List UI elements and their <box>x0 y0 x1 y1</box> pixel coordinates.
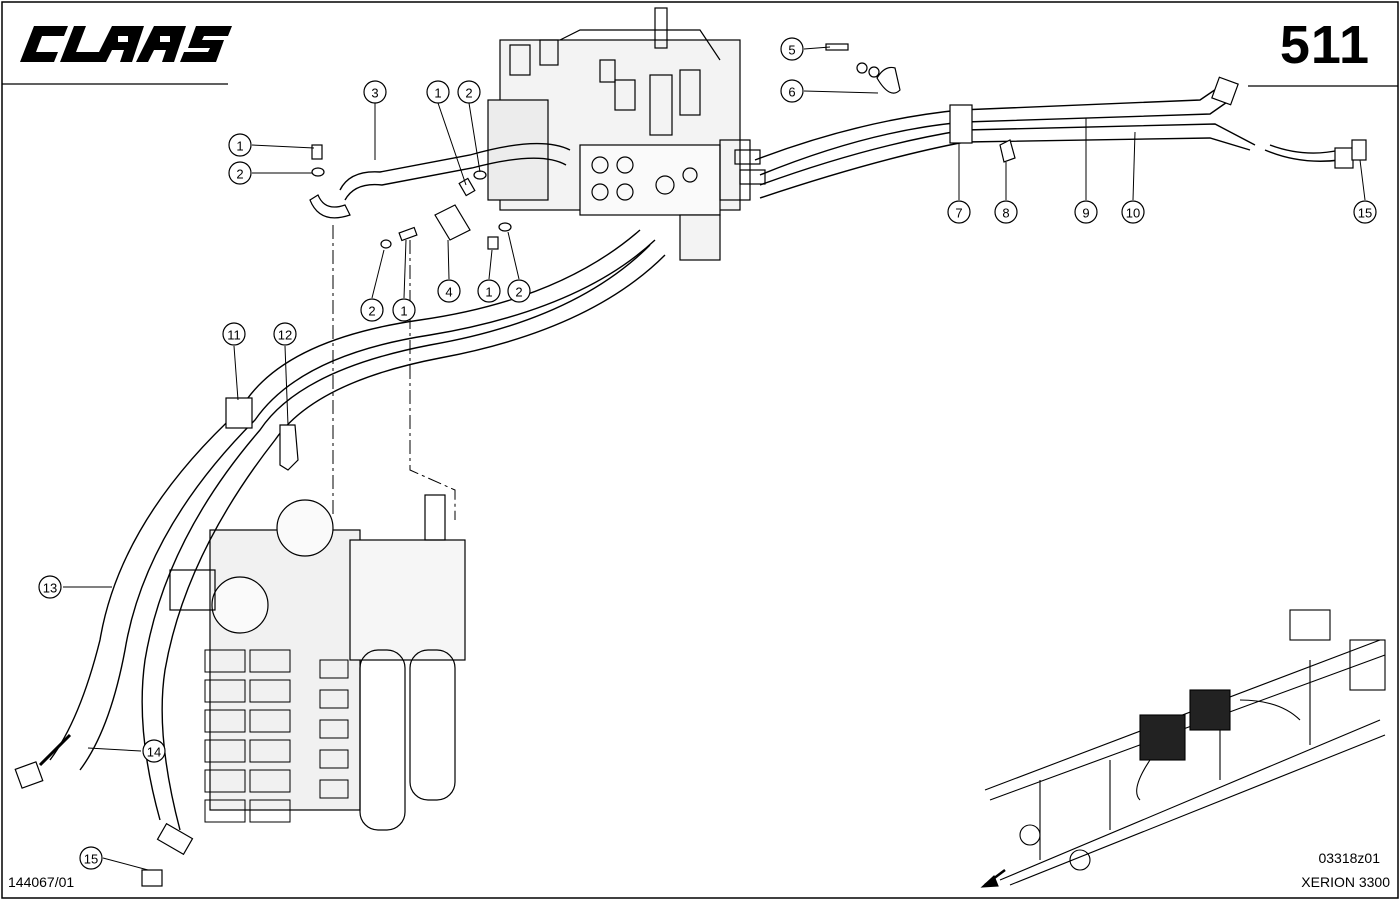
model-name: XERION 3300 <box>1301 874 1390 890</box>
callout-label: 14 <box>147 745 161 760</box>
callout-1b <box>426 80 450 104</box>
callout-13 <box>38 575 62 599</box>
callout-12 <box>273 322 297 346</box>
callout-1a <box>228 133 252 157</box>
tractor-frame-overview <box>980 609 1386 888</box>
callout-15b <box>79 846 103 870</box>
assembly-guide-lines <box>332 225 456 520</box>
callout-label: 11 <box>227 328 241 343</box>
callout-label: 5 <box>788 43 795 58</box>
callout-label: 12 <box>278 328 292 343</box>
callout-4 <box>437 279 461 303</box>
callout-5 <box>780 37 804 61</box>
small-parts <box>14 43 1367 887</box>
callout-10 <box>1121 200 1145 224</box>
drawing-reference: 144067/01 <box>8 874 75 890</box>
callout-label: 3 <box>371 86 378 101</box>
callout-label: 6 <box>788 85 795 100</box>
page-number: 511 <box>1279 15 1370 75</box>
callout-2a <box>228 161 252 185</box>
callout-2d <box>507 279 531 303</box>
callout-group: 1 2 3 1 2 2 1 4 1 2 5 6 7 8 9 10 15 11 1… <box>38 37 1377 871</box>
callout-label: 7 <box>955 206 962 221</box>
callout-7 <box>947 200 971 224</box>
callout-label: 2 <box>236 167 243 182</box>
callout-6 <box>780 79 804 103</box>
image-code: 03318z01 <box>1318 850 1380 866</box>
callout-label: 2 <box>465 86 472 101</box>
callout-8 <box>994 200 1018 224</box>
callout-label: 9 <box>1082 206 1089 221</box>
callout-3 <box>363 80 387 104</box>
callout-2b <box>457 80 481 104</box>
valve-section-stack <box>204 649 349 823</box>
callout-label: 15 <box>1358 206 1372 221</box>
callout-label: 2 <box>368 304 375 319</box>
callout-label: 1 <box>400 304 407 319</box>
control-valve-upper <box>487 7 766 261</box>
callout-label: 15 <box>84 852 98 867</box>
callout-label: 13 <box>43 581 57 596</box>
callout-label: 8 <box>1002 206 1009 221</box>
callout-9 <box>1074 200 1098 224</box>
brand-logo <box>20 26 232 62</box>
callout-label: 10 <box>1126 206 1140 221</box>
callout-label: 2 <box>515 285 522 300</box>
callout-15a <box>1353 200 1377 224</box>
callout-11 <box>222 322 246 346</box>
callout-label: 1 <box>485 285 492 300</box>
callout-14 <box>142 739 166 763</box>
callout-label: 1 <box>434 86 441 101</box>
callout-2c <box>360 298 384 322</box>
callout-1c <box>392 298 416 322</box>
callout-label: 4 <box>445 285 452 300</box>
callout-1d <box>477 279 501 303</box>
callout-label: 1 <box>236 139 243 154</box>
control-valve-lower <box>169 494 466 831</box>
